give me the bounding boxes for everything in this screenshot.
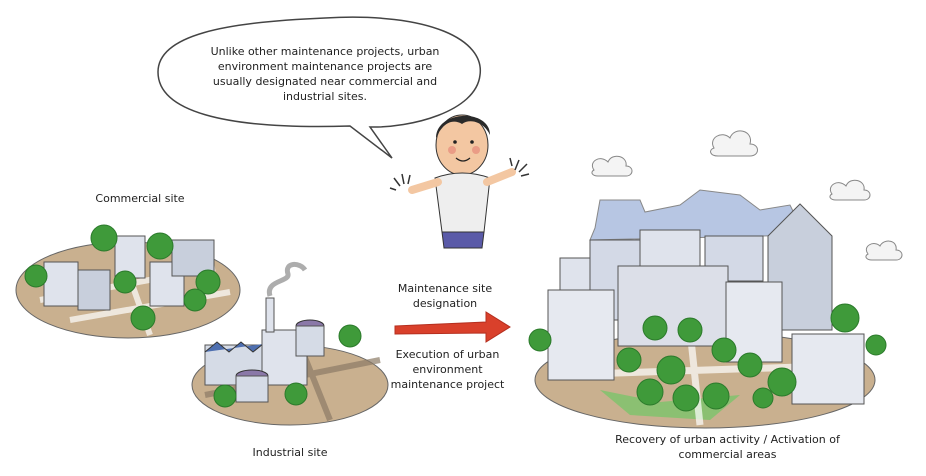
commercial-site-label: Commercial site (95, 192, 185, 205)
industrial-district-icon (191, 262, 389, 426)
designation-step-label: Maintenance site designation (397, 282, 493, 310)
person-icon (389, 114, 530, 249)
industrial-site-label: Industrial site (252, 446, 328, 459)
execution-step-label: Execution of urban environment maintenan… (390, 348, 505, 391)
speech-bubble-icon (157, 16, 481, 159)
right-arrow-icon (394, 311, 511, 343)
recovery-label: Recovery of urban activity / Activation … (615, 433, 840, 461)
cloud-icon (591, 130, 903, 261)
speech-bubble-text: Unlike other maintenance projects, urban… (210, 45, 440, 103)
commercial-district-icon (15, 224, 241, 339)
revitalized-city-icon (528, 189, 887, 429)
